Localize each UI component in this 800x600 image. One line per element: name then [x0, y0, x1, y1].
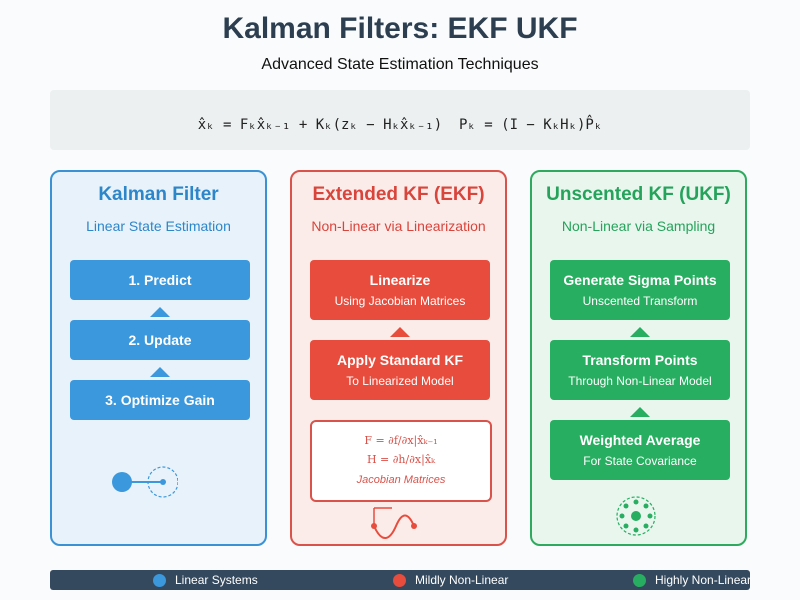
legend-item-linear: Linear Systems [153, 570, 258, 590]
legend-bar: Linear Systems Mildly Non-Linear Highly … [50, 570, 750, 590]
step-optimize-gain: 3. Optimize Gain [70, 380, 250, 420]
green-dot-icon [633, 573, 646, 587]
kalman-filter-panel: Kalman Filter Linear State Estimation 1.… [50, 170, 267, 546]
step-description: Through Non-Linear Model [568, 374, 712, 388]
step-title: Transform Points [582, 352, 698, 368]
step-weighted-average: Weighted Average For State Covariance [550, 420, 730, 480]
step-title: Generate Sigma Points [563, 272, 717, 288]
jacobian-label: Jacobian Matrices [356, 474, 446, 486]
step-description: Unscented Transform [582, 294, 698, 308]
step-description: Using Jacobian Matrices [334, 294, 466, 308]
step-generate-sigma-points: Generate Sigma Points Unscented Transfor… [550, 260, 730, 320]
panel-title-ukf: Unscented KF (UKF) [546, 184, 731, 205]
arrow-up-icon [630, 327, 650, 337]
panel-subtitle-kf: Linear State Estimation [86, 218, 231, 234]
jacobian-box: F = ∂f/∂x|x̂ₖ₋₁ H = ∂h/∂x|x̂ₖ Jacobian M… [310, 420, 492, 502]
kalman-update-formula: x̂ₖ = Fₖx̂ₖ₋₁ + Kₖ(zₖ − Hₖx̂ₖ₋₁) Pₖ = (I… [197, 117, 603, 133]
sigma-points-icon [616, 496, 656, 536]
legend-label: Mildly Non-Linear [415, 573, 509, 587]
arrow-up-icon [150, 307, 170, 317]
formula-box: x̂ₖ = Fₖx̂ₖ₋₁ + Kₖ(zₖ − Hₖx̂ₖ₋₁) Pₖ = (I… [50, 90, 750, 150]
nonlinear-curve-icon [371, 507, 417, 539]
step-title: Linearize [369, 272, 431, 288]
legend-label: Highly Non-Linear [655, 573, 750, 587]
blue-dot-icon [153, 573, 166, 587]
step-description: For State Covariance [583, 454, 697, 468]
red-dot-icon [393, 573, 406, 587]
step-linearize: Linearize Using Jacobian Matrices [310, 260, 490, 320]
jacobian-h: H = ∂h/∂x|x̂ₖ [366, 453, 436, 466]
panel-subtitle-ekf: Non-Linear via Linearization [311, 218, 486, 234]
ukf-panel: Unscented KF (UKF) Non-Linear via Sampli… [530, 170, 747, 546]
arrow-up-icon [390, 327, 410, 337]
step-predict: 1. Predict [70, 260, 250, 300]
legend-item-mildly-nonlinear: Mildly Non-Linear [393, 570, 508, 590]
page-title: Kalman Filters: EKF UKF [222, 12, 578, 45]
arrow-up-icon [630, 407, 650, 417]
linear-state-icon [112, 466, 178, 498]
legend-label: Linear Systems [175, 573, 258, 587]
step-apply-standard-kf: Apply Standard KF To Linearized Model [310, 340, 490, 400]
ekf-panel: Extended KF (EKF) Non-Linear via Lineari… [290, 170, 507, 546]
arrow-up-icon [150, 367, 170, 377]
step-description: To Linearized Model [346, 374, 454, 388]
panel-title-kf: Kalman Filter [98, 184, 219, 205]
page-subtitle: Advanced State Estimation Techniques [261, 56, 539, 73]
panel-title-ekf: Extended KF (EKF) [312, 184, 485, 205]
panel-subtitle-ukf: Non-Linear via Sampling [561, 218, 716, 234]
step-update: 2. Update [70, 320, 250, 360]
step-title: Apply Standard KF [336, 352, 463, 368]
step-title: Weighted Average [579, 432, 701, 448]
step-transform-points: Transform Points Through Non-Linear Mode… [550, 340, 730, 400]
jacobian-f: F = ∂f/∂x|x̂ₖ₋₁ [364, 434, 438, 447]
legend-item-highly-nonlinear: Highly Non-Linear [633, 570, 750, 590]
